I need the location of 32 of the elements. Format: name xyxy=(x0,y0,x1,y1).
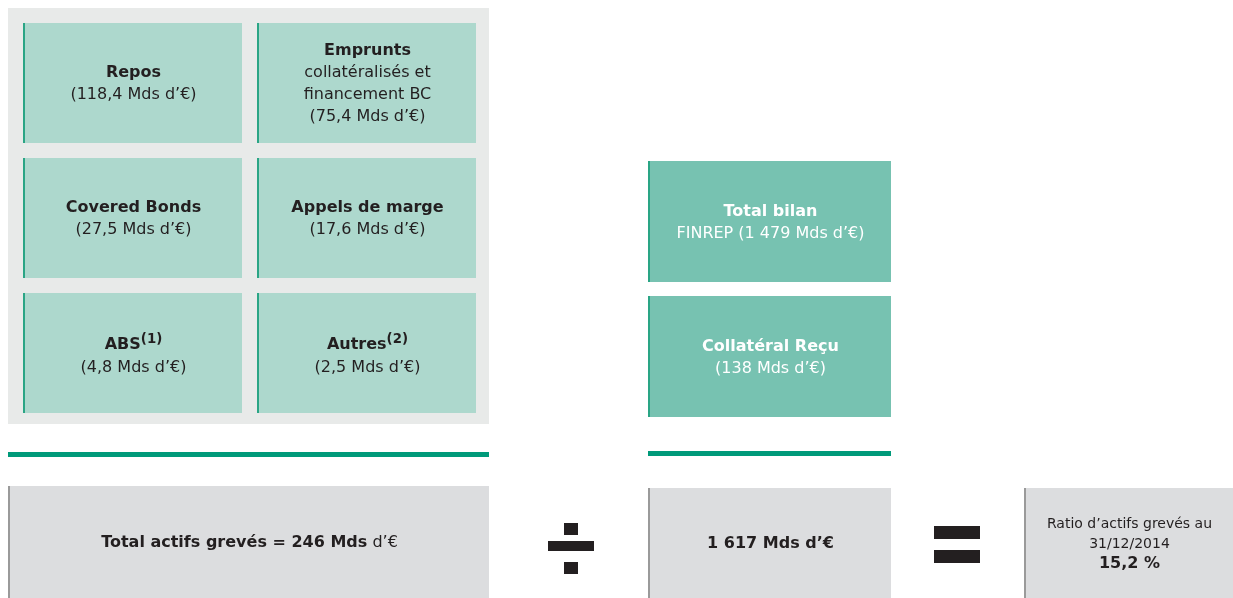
box-text: (17,6 Mds d’€) xyxy=(309,218,426,240)
result-box xyxy=(8,486,489,598)
category-box xyxy=(257,23,476,143)
category-box xyxy=(23,293,242,413)
box-title: Repos xyxy=(105,61,162,83)
category-box xyxy=(23,23,242,143)
box-title: ABS$^{(1)}$ xyxy=(104,330,163,356)
box-text: (27,5 Mds d’€) xyxy=(75,218,192,240)
total-box xyxy=(648,296,891,417)
box-text: (138 Mds d’€) xyxy=(715,356,826,379)
box-title: Emprunts xyxy=(324,39,411,61)
box-text: FINREP (1 479 Mds d’€) xyxy=(676,221,865,244)
category-box xyxy=(257,158,476,278)
category-box xyxy=(257,293,476,413)
box-text: (2,5 Mds d’€) xyxy=(314,355,421,378)
box-text: 15,2 % xyxy=(1098,553,1161,573)
box-title: Ratio d’actifs grevés au 31/12/2014 xyxy=(1045,514,1214,553)
box-title: Appels de marge xyxy=(291,196,444,218)
result-box xyxy=(648,488,891,598)
box-title: Collatéral Reçu xyxy=(702,334,839,357)
box-title: 1 617 Mds d’€ xyxy=(707,532,834,554)
total-box xyxy=(648,161,891,282)
panel-background xyxy=(8,8,489,424)
box-title: Total bilan xyxy=(723,199,818,222)
ratio-box xyxy=(1024,488,1233,598)
category-box xyxy=(23,158,242,278)
box-text: (4,8 Mds d’€) xyxy=(80,355,187,378)
box-text: collatéralisés et financement BC (75,4 Mds d’€) xyxy=(302,61,433,127)
box-title: Covered Bonds xyxy=(65,196,202,218)
box-title: Autres$^{(2)}$ xyxy=(326,330,409,356)
box-title: Total actifs grevés = 246 Mds d’€ xyxy=(101,531,398,553)
box-text: (118,4 Mds d’€) xyxy=(70,83,197,105)
